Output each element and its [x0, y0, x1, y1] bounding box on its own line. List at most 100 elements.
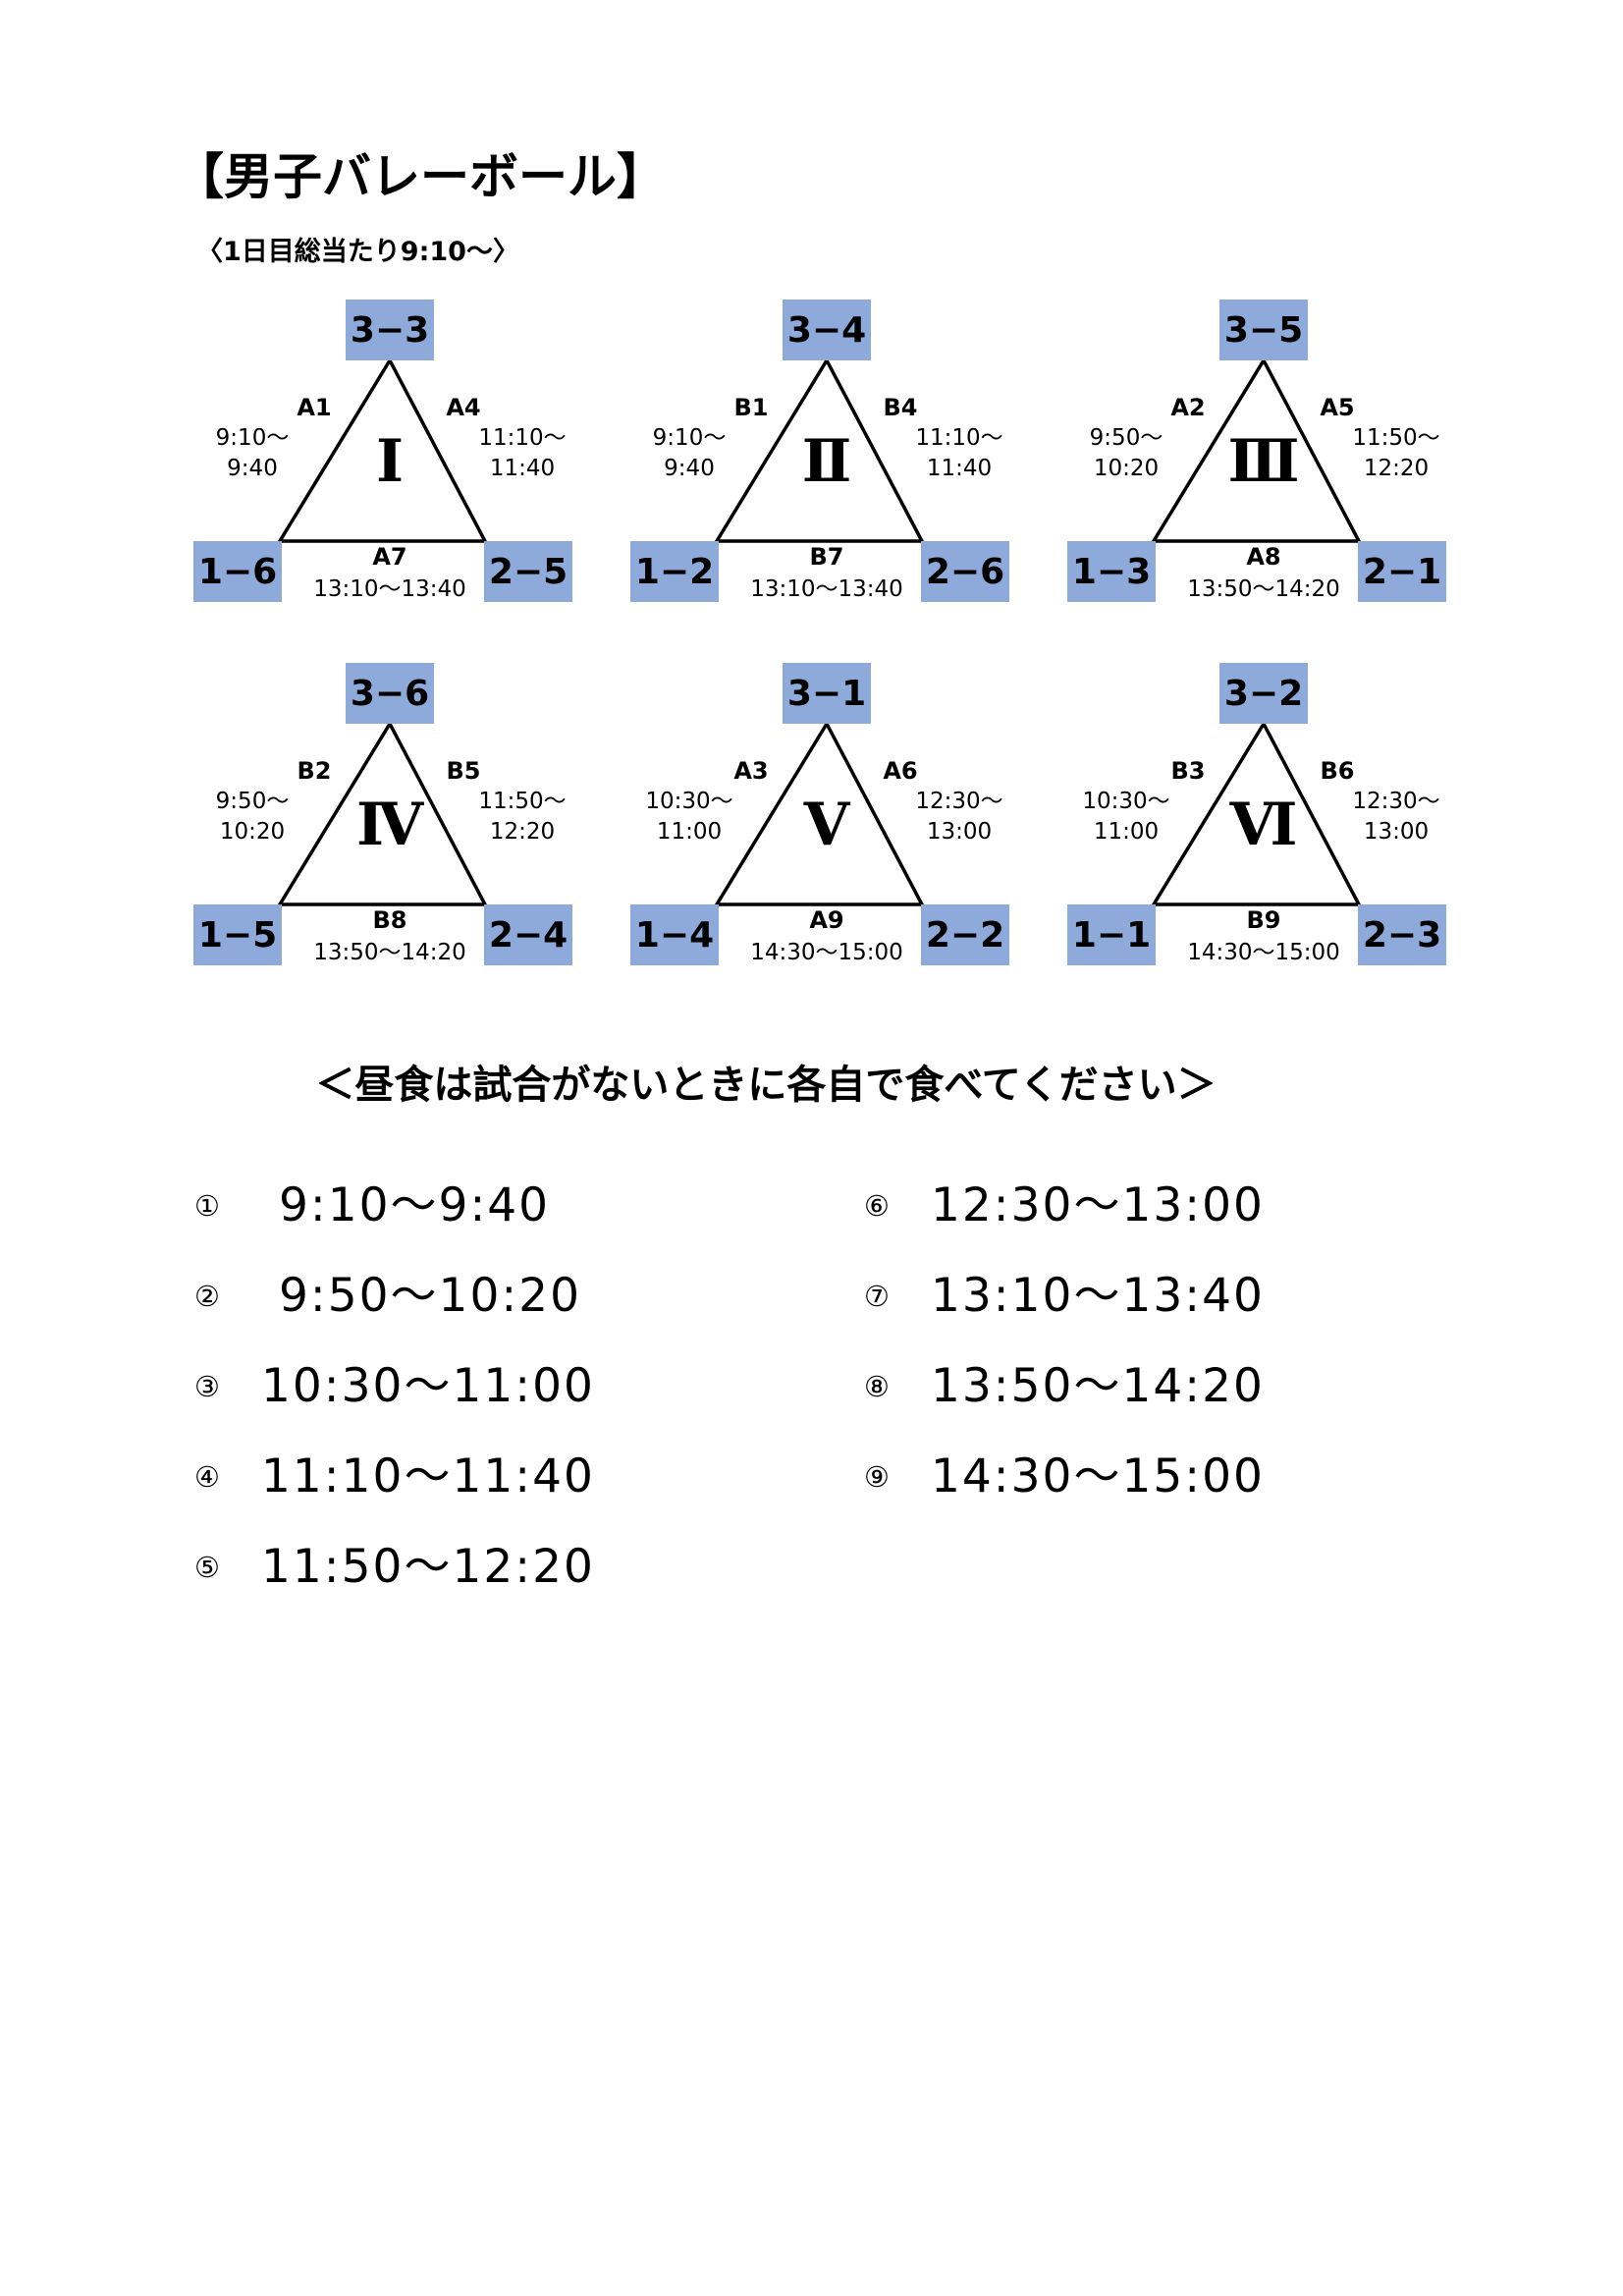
team-box-left: 1−4 [630, 904, 719, 965]
group-numeral: Ⅵ [1229, 791, 1298, 859]
league-group-3: 3−5 1−3 2−1 Ⅲ A2 A5 A8 9:50～ 10:20 11:50… [1067, 300, 1460, 604]
triangle-shape [1150, 356, 1362, 543]
match-label-right: B5 [446, 757, 481, 785]
time-slot: ⑥ 12:30～13:00 [864, 1178, 1335, 1237]
team-box-right: 2−3 [1358, 904, 1446, 965]
match-label-bottom: B8 [372, 906, 407, 934]
match-time-bottom: 14:30～15:00 [750, 940, 903, 965]
team-box-top: 3−4 [783, 300, 871, 360]
page-title: 【男子バレーボール】 [175, 148, 666, 205]
slot-time: 10:30～11:00 [261, 1359, 595, 1413]
league-group-6: 3−2 1−1 2−3 Ⅵ B3 B6 B9 10:30～ 11:00 12:3… [1067, 663, 1460, 967]
time-slot: ④ 11:10～11:40 [194, 1449, 666, 1508]
match-time-left: 9:50～ 10:20 [1089, 425, 1163, 481]
match-time-left: 9:10～ 9:40 [215, 425, 290, 481]
match-label-right: B6 [1320, 757, 1355, 785]
match-label-right: A5 [1320, 394, 1355, 421]
group-numeral: Ⅳ [355, 791, 424, 859]
slot-time: 12:30～13:00 [931, 1178, 1265, 1232]
league-group-1: 3−3 1−6 2−5 Ⅰ A1 A4 A7 9:10～ 9:40 11:10～… [193, 300, 586, 604]
team-box-left: 1−1 [1067, 904, 1156, 965]
match-time-right: 12:30～ 13:00 [1352, 789, 1440, 845]
time-slot: ⑦ 13:10～13:40 [864, 1269, 1335, 1328]
team-box-top: 3−5 [1219, 300, 1308, 360]
time-slot: ⑨ 14:30～15:00 [864, 1449, 1335, 1508]
slot-number: ④ [194, 1460, 220, 1494]
match-time-bottom: 13:10～13:40 [750, 576, 903, 602]
match-label-right: B4 [883, 394, 918, 421]
slot-time: 13:10～13:40 [931, 1269, 1265, 1323]
page-subtitle: 〈1日目総当たり9:10～〉 [196, 237, 519, 267]
slot-number: ③ [194, 1370, 220, 1403]
time-slot: ① 9:10～9:40 [194, 1178, 666, 1237]
match-time-bottom: 14:30～15:00 [1187, 940, 1340, 965]
team-box-left: 1−3 [1067, 541, 1156, 602]
match-time-right: 11:10～ 11:40 [915, 425, 1003, 481]
match-label-bottom: B7 [809, 543, 844, 571]
match-label-left: A3 [733, 757, 769, 785]
time-slot: ③ 10:30～11:00 [194, 1359, 666, 1418]
league-group-2: 3−4 1−2 2−6 Ⅱ B1 B4 B7 9:10～ 9:40 11:10～… [630, 300, 1023, 604]
match-label-left: B2 [297, 757, 332, 785]
slot-number: ② [194, 1280, 220, 1313]
triangle-diagram [1150, 720, 1362, 906]
match-time-left: 9:50～ 10:20 [215, 789, 290, 845]
slot-time: 11:10～11:40 [261, 1449, 595, 1503]
team-box-left: 1−2 [630, 541, 719, 602]
triangle-shape [713, 356, 925, 543]
time-slot: ⑤ 11:50～12:20 [194, 1540, 666, 1599]
match-label-left: B3 [1170, 757, 1206, 785]
triangle-diagram [276, 720, 488, 906]
triangle-shape [276, 720, 488, 906]
slot-number: ⑤ [194, 1551, 220, 1584]
team-box-right: 2−1 [1358, 541, 1446, 602]
team-box-right: 2−6 [921, 541, 1009, 602]
match-time-left: 9:10～ 9:40 [652, 425, 727, 481]
slot-time: 13:50～14:20 [931, 1359, 1265, 1413]
triangle-diagram [1150, 356, 1362, 543]
match-time-bottom: 13:50～14:20 [1187, 576, 1340, 602]
match-label-bottom: A9 [809, 906, 844, 934]
triangle-shape [1150, 720, 1362, 906]
team-box-right: 2−4 [484, 904, 572, 965]
slot-time: 9:50～10:20 [279, 1269, 581, 1323]
slot-time: 14:30～15:00 [931, 1449, 1265, 1503]
team-box-right: 2−2 [921, 904, 1009, 965]
lunch-note: ＜昼食は試合がないときに各自で食べてください＞ [315, 1063, 1217, 1108]
team-box-left: 1−6 [193, 541, 282, 602]
slot-time: 9:10～9:40 [279, 1178, 551, 1232]
time-slot: ⑧ 13:50～14:20 [864, 1359, 1335, 1418]
match-label-bottom: A8 [1246, 543, 1281, 571]
league-group-4: 3−6 1−5 2−4 Ⅳ B2 B5 B8 9:50～ 10:20 11:50… [193, 663, 586, 967]
match-label-right: A4 [446, 394, 481, 421]
triangle-diagram [276, 356, 488, 543]
team-box-top: 3−3 [346, 300, 434, 360]
match-time-bottom: 13:10～13:40 [313, 576, 466, 602]
match-time-right: 11:50～ 12:20 [478, 789, 567, 845]
team-box-right: 2−5 [484, 541, 572, 602]
match-time-bottom: 13:50～14:20 [313, 940, 466, 965]
match-time-right: 11:50～ 12:20 [1352, 425, 1440, 481]
match-time-right: 11:10～ 11:40 [478, 425, 567, 481]
match-label-left: B1 [733, 394, 769, 421]
triangle-shape [713, 720, 925, 906]
slot-number: ① [194, 1189, 220, 1223]
league-group-5: 3−1 1−4 2−2 Ⅴ A3 A6 A9 10:30～ 11:00 12:3… [630, 663, 1023, 967]
match-label-left: A2 [1170, 394, 1206, 421]
team-box-top: 3−6 [346, 663, 434, 724]
team-box-left: 1−5 [193, 904, 282, 965]
match-time-right: 12:30～ 13:00 [915, 789, 1003, 845]
match-label-bottom: B9 [1246, 906, 1281, 934]
group-numeral: Ⅰ [375, 427, 405, 496]
slot-time: 11:50～12:20 [261, 1540, 595, 1594]
group-numeral: Ⅱ [801, 427, 852, 496]
match-label-bottom: A7 [372, 543, 407, 571]
time-slot: ② 9:50～10:20 [194, 1269, 666, 1328]
team-box-top: 3−1 [783, 663, 871, 724]
slot-number: ⑨ [864, 1460, 890, 1494]
slot-number: ⑧ [864, 1370, 890, 1403]
triangle-shape [276, 356, 488, 543]
group-numeral: Ⅴ [803, 791, 850, 859]
match-label-left: A1 [297, 394, 332, 421]
match-time-left: 10:30～ 11:00 [1082, 789, 1170, 845]
